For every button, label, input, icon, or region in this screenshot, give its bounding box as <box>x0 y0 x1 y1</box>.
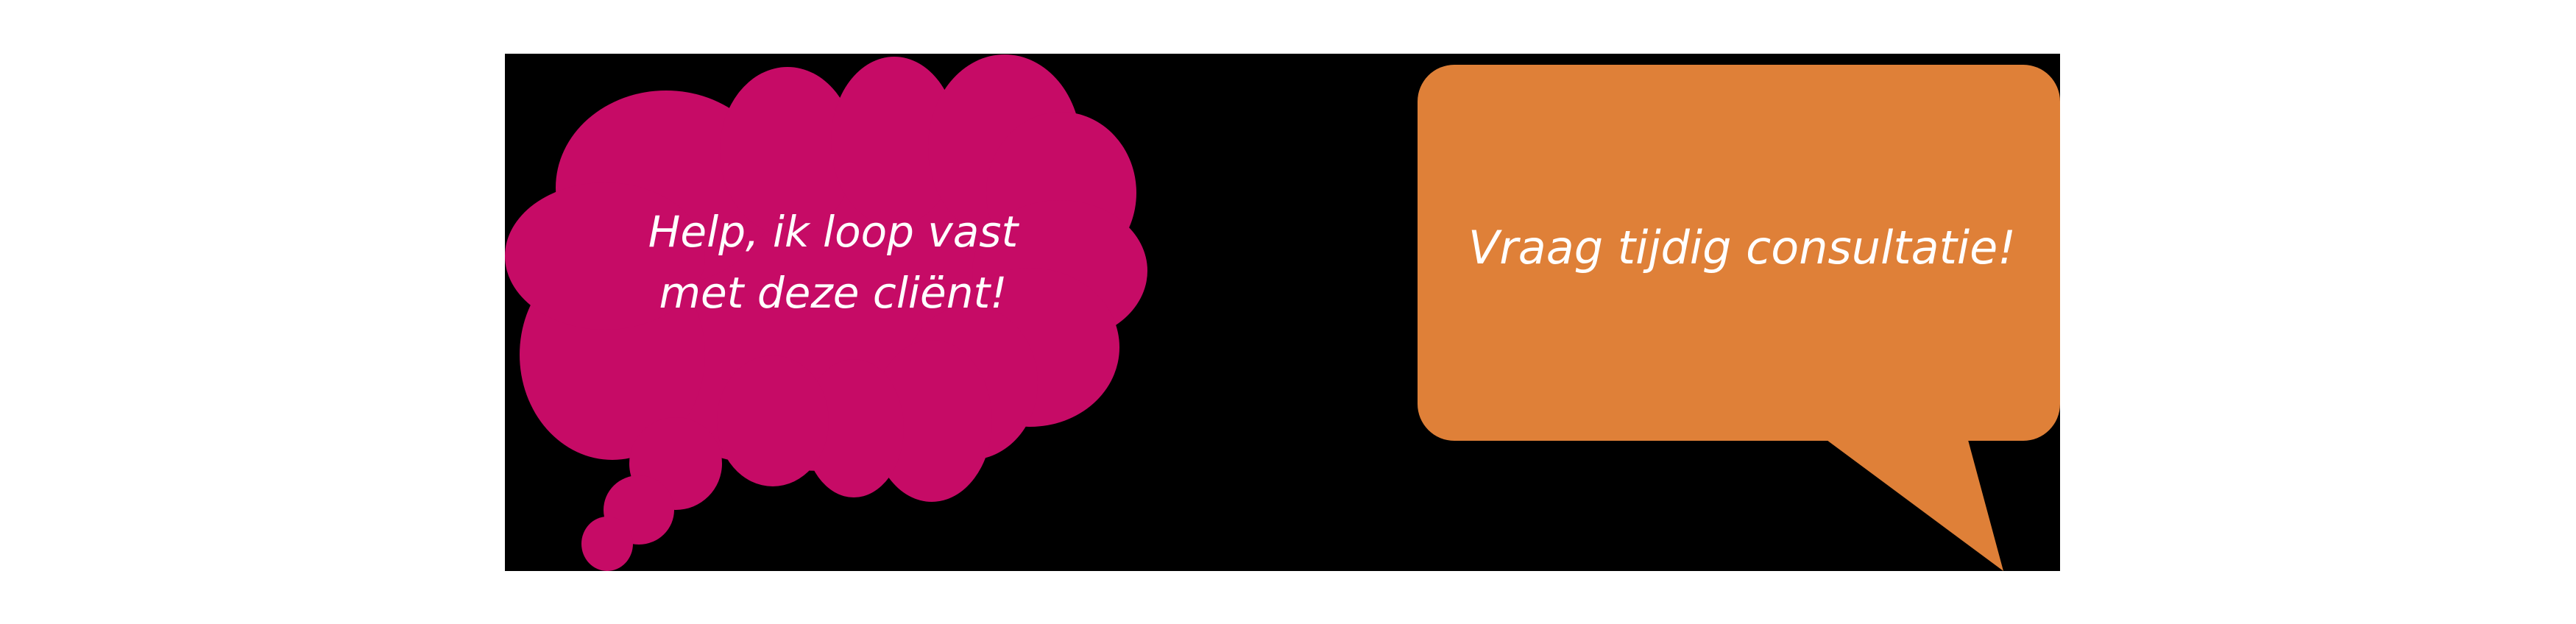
speech-bubble-text: Vraag tijdig consultatie! <box>1468 221 2016 274</box>
thought-bubble-line-1: Help, ik loop vast <box>648 207 1020 257</box>
speech-bubble-icon <box>1418 65 2060 571</box>
thought-bubble-cloud-icon <box>505 54 1147 571</box>
thought-bubble-line-2: met deze cliënt! <box>659 268 1008 318</box>
